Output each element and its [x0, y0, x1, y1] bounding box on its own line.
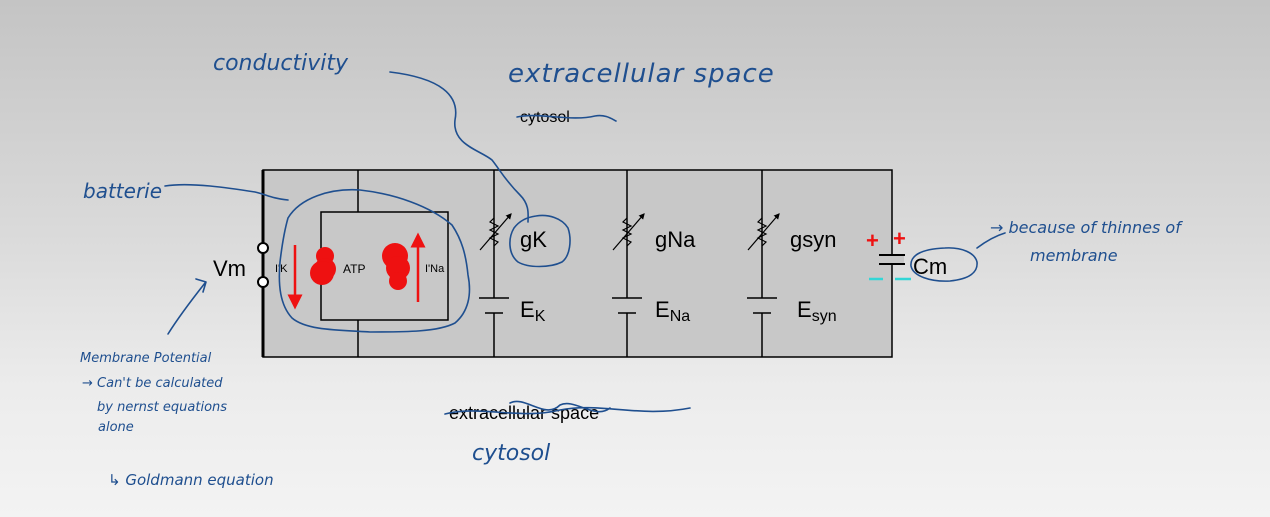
- ena-label: ENa: [655, 297, 690, 325]
- vm-label: Vm: [213, 256, 246, 281]
- esyn-label: Esyn: [797, 297, 837, 325]
- batterie-pointer: [164, 183, 289, 201]
- conductivity-note: conductivity: [213, 51, 349, 76]
- cytosol-printed-label: cytosol: [520, 109, 570, 126]
- goldmann-note: ↳ Goldmann equation: [108, 471, 274, 489]
- extracellular-strike: [444, 406, 691, 415]
- plus-sign-right: +: [893, 226, 906, 251]
- alone-note: alone: [98, 420, 134, 435]
- capacitor-cm: [879, 254, 905, 265]
- na-pump-icon: [382, 243, 410, 290]
- vm-pointer: [167, 278, 207, 335]
- pump-box: [320, 211, 449, 321]
- k-pump-icon: [310, 247, 336, 285]
- cytosol-strike: [516, 114, 617, 122]
- cytosol-note: cytosol: [472, 441, 550, 466]
- na-branch: [612, 170, 645, 357]
- gsyn-label: gsyn: [790, 227, 836, 252]
- cm-pointer: [976, 232, 1006, 249]
- conductivity-curve: [389, 71, 529, 223]
- gna-label: gNa: [655, 227, 696, 252]
- cm-circle: [910, 247, 978, 282]
- atp-label: ATP: [343, 262, 365, 276]
- battery-lasso: [278, 188, 471, 333]
- membrane-note: membrane: [1030, 246, 1118, 265]
- batterie-note: batterie: [83, 179, 162, 203]
- extracellular-space-note: extracellular space: [508, 59, 775, 89]
- cant-calc-note: → Can't be calculated: [82, 376, 223, 391]
- plus-sign-left: +: [866, 228, 879, 253]
- by-nernst-note: by nernst equations: [97, 400, 227, 415]
- extracellular-scribble: [509, 400, 611, 413]
- gk-circle: [509, 214, 571, 268]
- ik-label: I'K: [275, 263, 288, 275]
- gk-label: gK: [520, 227, 547, 252]
- syn-branch: [747, 170, 780, 357]
- k-branch: [479, 170, 512, 357]
- vm-terminal-bottom: [257, 276, 269, 288]
- ina-label: I'Na: [425, 263, 445, 275]
- ek-label: EK: [520, 297, 546, 325]
- membrane-potential-note: Membrane Potential: [80, 351, 212, 366]
- because-of-note: → because of thinnes of: [990, 218, 1183, 237]
- vm-terminal-top: [257, 242, 269, 254]
